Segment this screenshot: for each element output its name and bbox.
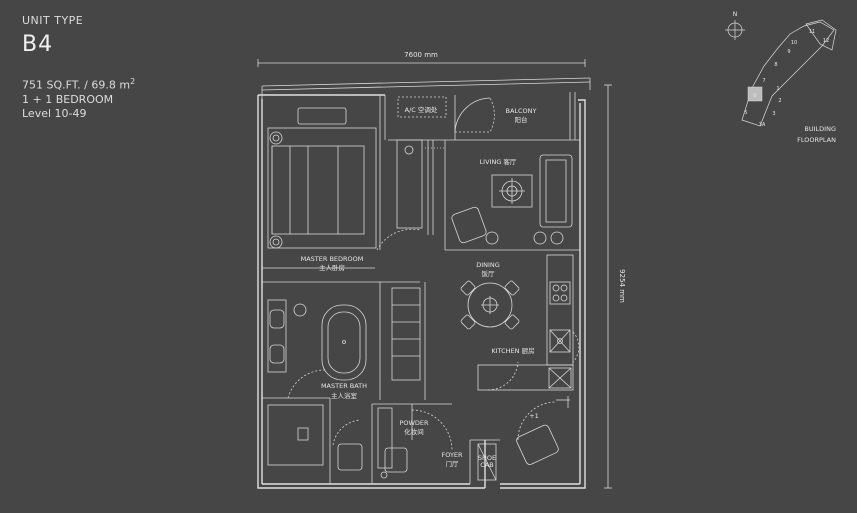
shoe-cabinet-label-2: CAB (480, 461, 493, 469)
unit-number-11: 11 (809, 29, 815, 35)
dining-label-cn: 饭厅 (482, 269, 496, 278)
unit-area-superscript: 2 (130, 77, 136, 86)
toilet (337, 443, 363, 471)
unit-number-9: 9 (787, 49, 790, 55)
unit-area: 751 SQ.FT. / 69.8 m2 (22, 75, 135, 93)
master-bath-label-cn: 主人浴室 (331, 391, 358, 400)
unit-type-code: B4 (22, 32, 54, 57)
master-bath-label: MASTER BATH (321, 382, 367, 390)
depth-dimension-label: 9254 mm (618, 269, 626, 303)
north-label: N (733, 11, 738, 18)
unit-number-3: 3 (772, 111, 775, 117)
master-bedroom-label-cn: 主人卧房 (319, 263, 345, 272)
foyer-area (469, 396, 570, 484)
key-plan-units (747, 86, 763, 102)
dining-kitchen-area (460, 254, 580, 391)
shower (267, 404, 324, 466)
master-bath-area (262, 281, 426, 484)
bedroom-rug (267, 127, 377, 249)
unit-levels: Level 10-49 (22, 106, 87, 120)
kitchen-label: KITCHEN 厨房 (491, 346, 534, 355)
unit-number-8: 8 (774, 62, 777, 68)
key-plan-caption: BUILDING (804, 125, 836, 133)
living-label: LIVING 客厅 (480, 157, 517, 166)
depth-dimension-line (604, 84, 612, 489)
shoe-cabinet-label: SHOE (478, 454, 496, 462)
plan-linework (257, 59, 612, 489)
cooktop (549, 281, 571, 305)
unit-number-7: 7 (762, 78, 765, 84)
powder-label: POWDER (399, 419, 429, 427)
unit-number-1: 1 (776, 86, 779, 92)
key-plan-unit-numbers: 1 2 3 3A 5 6 7 8 9 10 11 12 (744, 29, 829, 128)
unit-number-12: 12 (823, 38, 829, 44)
balcony-label-cn: 阳台 (515, 115, 528, 124)
ac-label: A/C 空调处 (405, 105, 438, 114)
unit-number-3a: 3A (759, 122, 766, 128)
master-bedroom-label: MASTER BEDROOM (301, 255, 364, 263)
plus-one-label: +1 (529, 412, 539, 420)
unit-info: UNIT TYPE B4 751 SQ.FT. / 69.8 m2 1 + 1 … (22, 14, 135, 121)
bath-shelving (391, 287, 421, 381)
powder-vanity (384, 447, 408, 473)
building-outline (741, 19, 837, 127)
bed (271, 145, 365, 235)
unit-number-2: 2 (778, 98, 781, 104)
sofa (539, 154, 573, 228)
unit-number-10: 10 (791, 40, 797, 46)
kitchen-island (477, 364, 574, 391)
key-plan-caption-2: FLOORPLAN (797, 136, 836, 144)
unit-area-text: 751 SQ.FT. / 69.8 m (22, 78, 131, 92)
side-table (485, 231, 499, 245)
highlighted-unit (747, 86, 763, 102)
exterior-walls (257, 94, 586, 489)
key-plan: N 1 2 3 3A 5 6 7 8 9 10 11 12 BUILDING F… (725, 11, 837, 144)
balcony-label: BALCONY (505, 107, 536, 115)
foyer-label: FOYER (441, 451, 463, 459)
powder-label-cn: 化妆间 (404, 427, 424, 436)
glazing (261, 77, 591, 99)
room-labels: 7600 mm 9254 mm A/C 空调处 BALCONY 阳台 LIVIN… (301, 51, 626, 469)
width-dimension-line (257, 59, 586, 67)
unit-number-5: 5 (744, 110, 747, 116)
unit-number-6: 6 (753, 93, 756, 99)
unit-bedrooms: 1 + 1 BEDROOM (22, 92, 114, 106)
width-dimension-label: 7600 mm (404, 51, 438, 59)
unit-type-label: UNIT TYPE (22, 14, 84, 27)
north-arrow-icon (725, 20, 745, 40)
foyer-chair (516, 424, 559, 465)
armchair (451, 206, 487, 244)
master-bedroom-area (262, 95, 423, 269)
wardrobe (396, 139, 423, 229)
shoe-cabinet (477, 443, 497, 481)
living-area (427, 140, 580, 251)
kitchen-counter (546, 254, 574, 366)
vanity (267, 299, 287, 373)
dining-table (467, 282, 513, 328)
coffee-table (491, 174, 533, 208)
powder-room-area (371, 403, 453, 484)
foyer-label-cn: 门厅 (446, 459, 460, 468)
kitchen-sink (549, 329, 571, 353)
bathtub (321, 304, 367, 381)
dining-label: DINING (476, 261, 500, 269)
